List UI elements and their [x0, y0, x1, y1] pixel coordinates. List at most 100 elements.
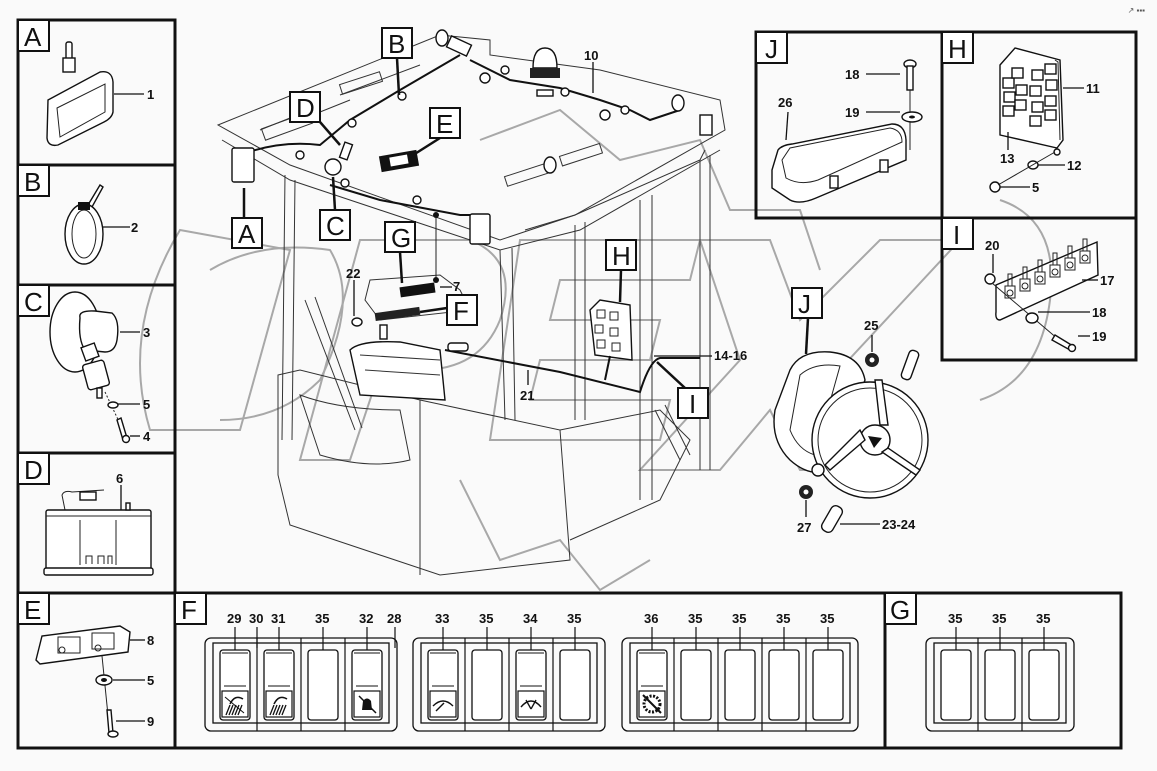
steering-wheel-view [773, 349, 929, 533]
callout-19: 19 [845, 105, 859, 120]
rocker-switch-35[interactable] [307, 649, 339, 721]
svg-text:J: J [798, 289, 811, 319]
switch-callout-35: 35 [567, 611, 581, 626]
switch-callout-35: 35 [1036, 611, 1050, 626]
switch-callout-28: 28 [387, 611, 401, 626]
bolt-18 [903, 59, 917, 91]
switch-group: 29 30 31 35 32 28 [204, 611, 401, 732]
tag-b: B [381, 27, 413, 96]
tag-i: I [656, 361, 709, 419]
switch-callout-35: 35 [820, 611, 834, 626]
svg-text:B: B [388, 29, 405, 59]
panel-letter: A [24, 22, 42, 52]
rocker-switch-35[interactable] [724, 649, 756, 721]
switch-callout-29: 29 [227, 611, 241, 626]
spot-lamp-part [49, 291, 119, 399]
svg-text:D: D [296, 93, 315, 123]
rocker-switch-31[interactable] [263, 649, 295, 721]
callout-10: 10 [584, 48, 598, 63]
panel-letter: B [24, 167, 41, 197]
svg-text:C: C [326, 211, 345, 241]
callout-2: 2 [131, 220, 138, 235]
rocker-switch-32[interactable] [351, 649, 383, 721]
callout-8: 8 [147, 633, 154, 648]
tag-a: A [231, 188, 263, 249]
rocker-switch-29[interactable] [219, 649, 251, 721]
svg-text:E: E [436, 109, 453, 139]
dome-light-part [35, 625, 131, 665]
main-view-callouts: 10 7 22 21 14-16 25 27 23-24 [346, 48, 916, 535]
switch-callout-33: 33 [435, 611, 449, 626]
callout-5: 5 [147, 673, 154, 688]
panel-a: A 1 [16, 18, 177, 167]
rocker-switch-36[interactable] [636, 649, 668, 721]
rocker-switch-34[interactable] [515, 649, 547, 721]
panel-i: I 20 17 18 19 [940, 216, 1138, 362]
rocker-switch-35[interactable] [984, 649, 1016, 721]
switch-group: 35 35 35 [925, 611, 1075, 732]
callout-26: 26 [778, 95, 792, 110]
panel-d: D 6 [16, 451, 177, 595]
rocker-switch-35[interactable] [680, 649, 712, 721]
rocker-switch-35[interactable] [812, 649, 844, 721]
panel-letter: H [948, 34, 967, 64]
tag-c: C [319, 176, 351, 241]
switch-callout-35: 35 [688, 611, 702, 626]
switch-callout-35: 35 [992, 611, 1006, 626]
callout-21: 21 [520, 388, 534, 403]
switch-callout-35: 35 [315, 611, 329, 626]
rocker-switch-35[interactable] [768, 649, 800, 721]
interior-lamp-part [43, 489, 154, 576]
rocker-switch-35[interactable] [940, 649, 972, 721]
work-lamp-part [46, 41, 114, 147]
switch-callout-31: 31 [271, 611, 285, 626]
callout-27: 27 [797, 520, 811, 535]
callout-17: 17 [1100, 273, 1114, 288]
svg-text:I: I [689, 389, 696, 419]
rocker-switch-33[interactable] [427, 649, 459, 721]
panel-letter: C [24, 287, 43, 317]
relay-box-part [999, 47, 1064, 149]
switch-callout-30: 30 [249, 611, 263, 626]
switch-callout-35: 35 [732, 611, 746, 626]
callout-5: 5 [143, 397, 150, 412]
panel-letter: F [181, 595, 197, 625]
corner-mark: ↗ ▪▪▪ [1127, 6, 1145, 15]
callout-1: 1 [147, 87, 154, 102]
work-light-front-icon [221, 690, 249, 718]
callout-12: 12 [1067, 158, 1081, 173]
cab-main-view [216, 29, 726, 576]
callout-4: 4 [143, 429, 151, 444]
panel-b: B 2 [16, 163, 177, 287]
callout-13: 13 [1000, 151, 1014, 166]
tag-h: H [605, 239, 637, 303]
callout-20: 20 [985, 238, 999, 253]
svg-text:G: G [391, 223, 411, 253]
switch-callout-35: 35 [948, 611, 962, 626]
panel-letter: E [24, 595, 41, 625]
rocker-switch-35[interactable] [1028, 649, 1060, 721]
callout-18: 18 [1092, 305, 1106, 320]
callout-25: 25 [864, 318, 878, 333]
panel-c: C 3 5 4 [16, 283, 177, 455]
instrument-cluster-part [771, 123, 907, 203]
callout-11: 11 [1086, 81, 1100, 96]
callout-19: 19 [1092, 329, 1106, 344]
tag-e: E [409, 107, 461, 159]
switch-group: 36 35 35 35 35 [621, 611, 859, 732]
rocker-switch-35[interactable] [559, 649, 591, 721]
terminal-strip-part [995, 238, 1099, 321]
switch-callout-35: 35 [776, 611, 790, 626]
callout-18: 18 [845, 67, 859, 82]
switch-panel-g: 35 35 35 [925, 611, 1075, 732]
panel-letter: I [953, 220, 960, 250]
rocker-switch-35[interactable] [471, 649, 503, 721]
switch-callout-36: 36 [644, 611, 658, 626]
tag-d: D [289, 91, 341, 146]
switch-callout-32: 32 [359, 611, 373, 626]
beacon-light [530, 47, 560, 97]
